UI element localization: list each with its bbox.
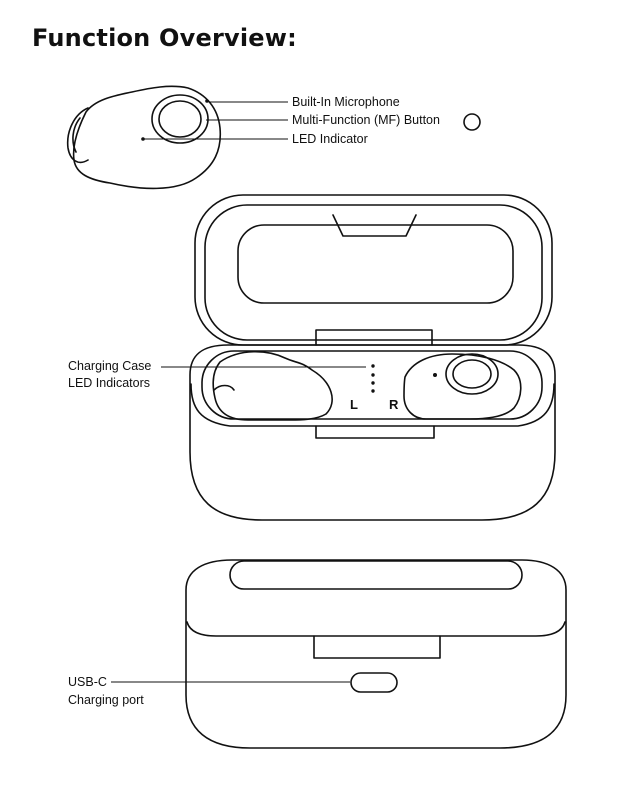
closed-charging-case: [186, 560, 566, 748]
circle-icon: [464, 114, 480, 130]
mf-button-label: Multi-Function (MF) Button: [292, 112, 440, 128]
built-in-microphone-label: Built-In Microphone: [292, 94, 400, 110]
right-slot-label: R: [389, 397, 398, 413]
earbud-illustration: [68, 86, 221, 188]
left-slot-label: L: [350, 397, 358, 413]
charging-port-label: Charging port: [68, 692, 144, 708]
open-charging-case: [190, 195, 555, 520]
led-indicators-label: LED Indicators: [68, 375, 150, 391]
led-indicator-label: LED Indicator: [292, 131, 368, 147]
usb-c-port-icon: [351, 673, 397, 692]
usb-c-label: USB-C: [68, 674, 107, 690]
charging-case-label: Charging Case: [68, 358, 151, 374]
